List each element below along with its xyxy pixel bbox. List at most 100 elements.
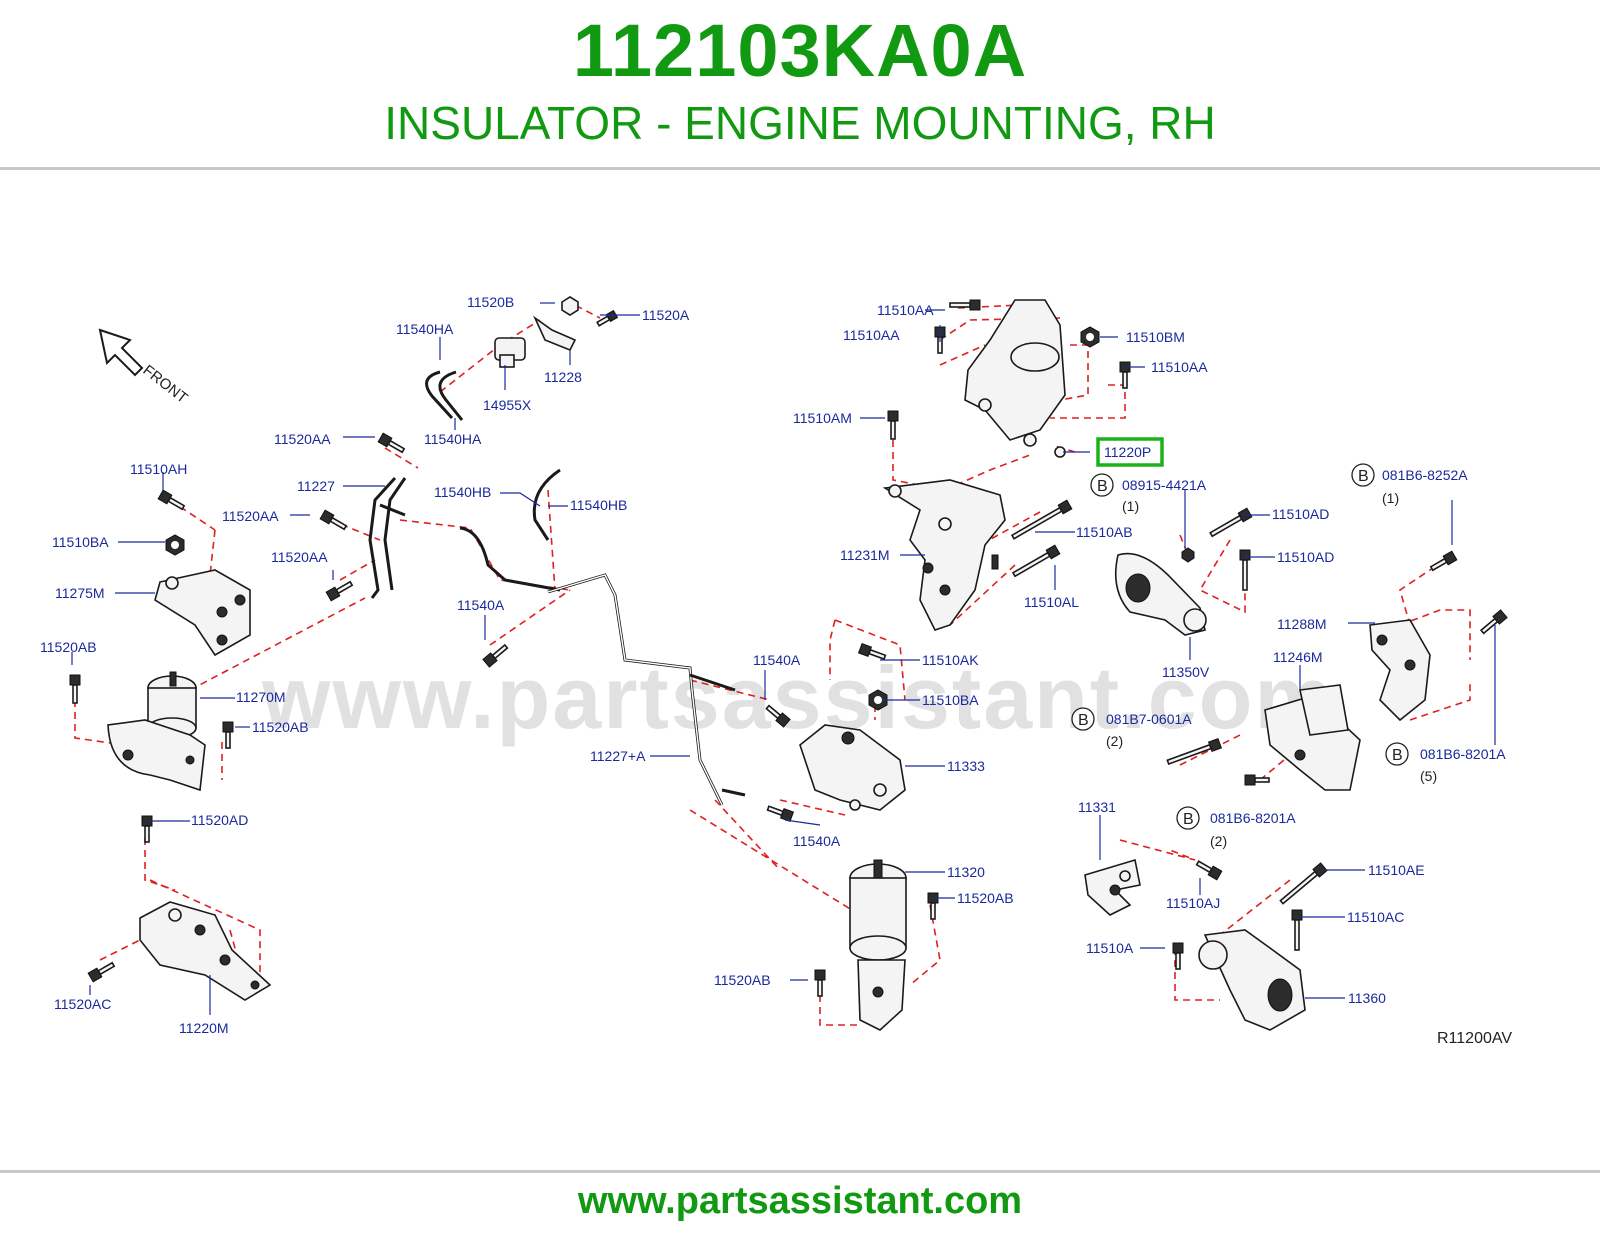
part-11350v <box>1114 552 1207 636</box>
callout-label[interactable]: 11227+A <box>590 748 646 764</box>
callout-label[interactable]: 11520AB <box>957 890 1014 906</box>
quantity-label: (1) <box>1122 498 1139 514</box>
callout-label[interactable]: 11520AD <box>191 812 248 828</box>
callout-label[interactable]: 11270M <box>236 689 286 705</box>
part-11333 <box>799 724 906 811</box>
front-arrow-icon: FRONT <box>98 328 191 407</box>
part-11288m <box>1369 619 1431 722</box>
part-11231m <box>882 479 1006 631</box>
callout-label[interactable]: 08915-4421A <box>1122 477 1207 493</box>
parts-diagram: www.partsassistant.com FRONT <box>40 294 1512 1047</box>
bolt-badge-label: B <box>1183 811 1194 828</box>
part-11270m <box>107 671 206 792</box>
front-label: FRONT <box>140 362 191 407</box>
callout-label[interactable]: 081B6-8201A <box>1420 746 1506 762</box>
callout-label[interactable]: 11540A <box>793 833 841 849</box>
part-11227 <box>368 476 407 599</box>
quantity-label: (5) <box>1420 768 1437 784</box>
part-name-subtitle: INSULATOR - ENGINE MOUNTING, RH <box>384 97 1216 149</box>
callout-label[interactable]: 11520AA <box>271 549 328 565</box>
footer-divider <box>0 1170 1600 1173</box>
callout-label[interactable]: 11220M <box>179 1020 229 1036</box>
callout-label[interactable]: 11227 <box>297 478 335 494</box>
callout-label[interactable]: 11350V <box>1162 664 1210 680</box>
callout-label[interactable]: 11520AC <box>54 996 111 1012</box>
callout-label[interactable]: 11540A <box>753 652 801 668</box>
callout-label[interactable]: 081B6-8252A <box>1382 467 1468 483</box>
callout-label[interactable]: 11520AB <box>714 972 771 988</box>
callout-label[interactable]: 081B7-0601A <box>1106 711 1192 727</box>
page-header: 112103KA0A INSULATOR - ENGINE MOUNTING, … <box>0 0 1600 170</box>
quantity-label: (1) <box>1382 490 1399 506</box>
part-11540ha-hose <box>425 370 464 421</box>
callout-label[interactable]: 11540HA <box>424 431 482 447</box>
fasteners <box>69 296 1508 997</box>
callout-label[interactable]: 081B6-8201A <box>1210 810 1296 826</box>
part-number-title: 112103KA0A <box>572 9 1028 92</box>
callout-label[interactable]: 11540HA <box>396 321 454 337</box>
callout-label[interactable]: 11331 <box>1078 799 1116 815</box>
part-11220m <box>139 901 272 1001</box>
callout-label[interactable]: 11510AA <box>1151 359 1208 375</box>
bolt-badges: B B B B B <box>1071 463 1409 830</box>
callout-label[interactable]: 11540HB <box>570 497 627 513</box>
callout-label[interactable]: 11510A <box>1086 940 1134 956</box>
quantity-labels: (1) (1) (2) (2) (5) <box>1106 490 1437 849</box>
part-11360 <box>1198 929 1306 1031</box>
callout-label[interactable]: 11520A <box>642 307 690 323</box>
callout-label[interactable]: 11520AB <box>252 719 309 735</box>
callout-label[interactable]: 11510AJ <box>1166 895 1220 911</box>
callout-label[interactable]: 11231M <box>840 547 890 563</box>
callout-label[interactable]: 11510AL <box>1024 594 1079 610</box>
callout-label[interactable]: 11510AA <box>877 302 934 318</box>
callout-label[interactable]: 11520AA <box>222 508 279 524</box>
callout-labels: 11520B 11520A 11540HA 11228 14955X 11540… <box>40 294 1506 1036</box>
part-11220p-bracket <box>964 299 1066 458</box>
callout-label[interactable]: 11510BA <box>922 692 979 708</box>
callout-label[interactable]: 11275M <box>55 585 105 601</box>
callout-label[interactable]: 11510AE <box>1368 862 1425 878</box>
callout-label[interactable]: 11520AA <box>274 431 331 447</box>
bolt-badge-label: B <box>1078 712 1089 729</box>
part-11275m <box>154 569 251 657</box>
callout-label[interactable]: 11228 <box>544 369 582 385</box>
callout-label[interactable]: 11333 <box>947 758 985 774</box>
callout-label[interactable]: 11510AK <box>922 652 979 668</box>
callout-label[interactable]: 11246M <box>1273 649 1323 665</box>
callout-label[interactable]: 11510AA <box>843 327 900 343</box>
callout-label[interactable]: 11520B <box>467 294 514 310</box>
callout-label[interactable]: 11540HB <box>434 484 491 500</box>
callout-label[interactable]: 11510AC <box>1347 909 1404 925</box>
callout-label[interactable]: 11510AD <box>1277 549 1334 565</box>
part-11320 <box>849 859 907 1031</box>
part-11227a-rod <box>547 573 746 806</box>
callout-label[interactable]: 11320 <box>947 864 985 880</box>
bolt-badge-label: B <box>1358 468 1369 485</box>
callout-label-highlighted[interactable]: 11220P <box>1104 444 1151 460</box>
callout-label[interactable]: 11510BM <box>1126 329 1185 345</box>
part-14955x <box>494 337 526 368</box>
callout-label[interactable]: 11360 <box>1348 990 1386 1006</box>
callout-label[interactable]: 14955X <box>483 397 532 413</box>
header-divider <box>0 167 1600 170</box>
callout-label[interactable]: 11540A <box>457 597 505 613</box>
callout-label[interactable]: 11510AB <box>1076 524 1133 540</box>
bolt-badge-label: B <box>1392 747 1403 764</box>
drawing-code: R11200AV <box>1437 1030 1512 1047</box>
callout-label[interactable]: 11520AB <box>40 639 97 655</box>
part-11246m <box>1264 684 1361 791</box>
callout-label[interactable]: 11510AM <box>793 410 852 426</box>
callout-label[interactable]: 11510BA <box>52 534 109 550</box>
watermark-text: www.partsassistant.com <box>261 648 1335 747</box>
callout-label[interactable]: 11510AH <box>130 461 187 477</box>
footer-url-link[interactable]: www.partsassistant.com <box>577 1180 1023 1222</box>
part-11540hb-hose-b <box>532 468 561 541</box>
quantity-label: (2) <box>1210 833 1227 849</box>
quantity-label: (2) <box>1106 733 1123 749</box>
callout-leaders <box>71 302 1496 1015</box>
callout-label[interactable]: 11288M <box>1277 616 1327 632</box>
part-11228 <box>533 315 577 352</box>
part-11540hb-hose-a <box>459 526 561 592</box>
bolt-badge-label: B <box>1097 478 1108 495</box>
callout-label[interactable]: 11510AD <box>1272 506 1329 522</box>
